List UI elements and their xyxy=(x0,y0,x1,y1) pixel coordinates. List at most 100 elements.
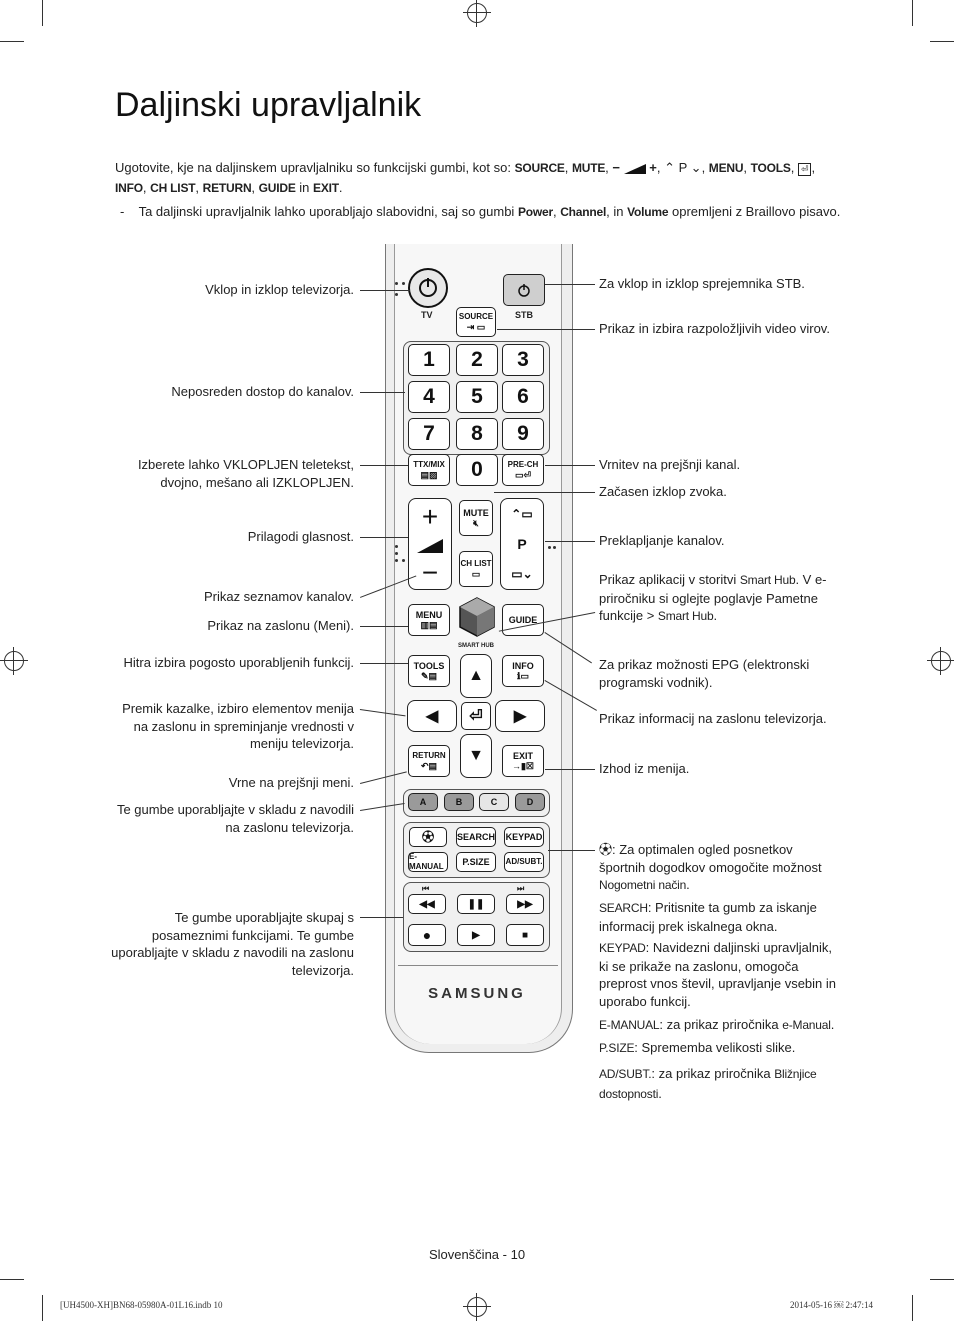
ttx-label: TTX/MIX xyxy=(413,460,445,469)
stop-icon: ■ xyxy=(521,929,529,941)
channel-rocker[interactable]: ⌃▭ P ▭⌄ xyxy=(500,498,544,590)
label-football: ⚽︎: Za optimalen ogled posnetkov športni… xyxy=(599,842,822,892)
color-button-a[interactable]: A xyxy=(408,793,438,811)
crop-mark xyxy=(930,1279,954,1280)
braille-dot xyxy=(548,546,551,549)
e-manual-button[interactable]: E-MANUAL xyxy=(408,852,448,872)
tools-button[interactable]: TOOLS ✎▤ xyxy=(408,655,450,687)
arrow-left-button[interactable]: ◀ xyxy=(407,700,457,732)
stop-button[interactable]: ■ xyxy=(506,924,544,946)
chevron-up-icon: ⌃ xyxy=(664,160,675,175)
leader-line xyxy=(545,769,595,770)
fast-forward-button[interactable]: ▶▶ xyxy=(506,894,544,914)
label-exit: Izhod iz menija. xyxy=(599,761,690,776)
label-epg: Za prikaz možnosti EPG (elektronski prog… xyxy=(599,657,810,690)
label-chlist: Prikaz seznamov kanalov. xyxy=(203,589,354,604)
leader-line xyxy=(360,626,408,627)
leader-line xyxy=(360,917,403,918)
volume-down-icon: − xyxy=(421,557,439,588)
source-icon: ⇥ ▭ xyxy=(466,322,486,332)
arrow-up-button[interactable]: ▲ xyxy=(460,654,492,698)
stb-power-button[interactable] xyxy=(503,274,545,306)
arrow-down-button[interactable]: ▼ xyxy=(460,734,492,778)
digit-2-button[interactable]: 2 xyxy=(456,344,498,376)
source-label: SOURCE xyxy=(458,312,494,321)
leader-line xyxy=(360,537,408,538)
mute-button[interactable]: MUTE 🔇︎ xyxy=(459,500,493,536)
label-navigation: Premik kazalke, izbiro elementov menija … xyxy=(122,701,354,751)
digit-7-button[interactable]: 7 xyxy=(408,418,450,450)
braille-dot xyxy=(395,559,398,562)
ad-subt-button[interactable]: AD/SUBT. xyxy=(504,852,544,872)
pre-ch-button[interactable]: PRE-CH ▭⏎ xyxy=(502,454,544,486)
divider xyxy=(398,965,558,966)
mute-icon: 🔇︎ xyxy=(473,518,479,528)
p-size-button[interactable]: P.SIZE xyxy=(456,852,496,872)
menu-label: MENU xyxy=(415,610,443,620)
ch-list-button[interactable]: CH LIST ▭ xyxy=(459,551,493,587)
page-footer: Slovenščina - 10 xyxy=(428,1247,526,1262)
tv-label: TV xyxy=(421,310,433,320)
search-button[interactable]: SEARCH xyxy=(456,827,496,847)
digit-8-button[interactable]: 8 xyxy=(456,418,498,450)
prev-track-icon: ⏮ xyxy=(422,884,430,893)
info-label: INFO xyxy=(512,661,534,671)
plus-icon: + xyxy=(649,160,657,175)
braille-dot xyxy=(553,546,556,549)
registration-mark-icon xyxy=(927,647,954,675)
rewind-button[interactable]: ◀◀ xyxy=(408,894,446,914)
registration-mark-icon xyxy=(463,1293,491,1321)
exit-button[interactable]: EXIT →▮☒ xyxy=(502,745,544,777)
registration-mark-icon xyxy=(0,647,28,675)
enter-button[interactable]: ⏎ xyxy=(461,702,491,730)
digit-0-button[interactable]: 0 xyxy=(456,454,498,486)
braille-note: - Ta daljinski upravljalnik lahko uporab… xyxy=(120,204,841,219)
label-search: SEARCH: Pritisnite ta gumb za iskanje in… xyxy=(599,900,817,934)
play-button[interactable]: ▶ xyxy=(457,924,495,946)
smart-hub-button[interactable] xyxy=(458,596,496,640)
pause-button[interactable]: ❚❚ xyxy=(457,894,495,914)
brand-logo: SAMSUNG xyxy=(428,985,526,1002)
color-button-d[interactable]: D xyxy=(515,793,545,811)
smart-hub-icon xyxy=(459,597,495,637)
keypad-button[interactable]: KEYPAD xyxy=(504,827,544,847)
digit-5-button[interactable]: 5 xyxy=(456,381,498,413)
volume-rocker[interactable]: + − xyxy=(408,498,452,590)
menu-button[interactable]: MENU ▥▤ xyxy=(408,604,450,636)
digit-6-button[interactable]: 6 xyxy=(502,381,544,413)
label-e-manual: E-MANUAL: za prikaz priročnika e-Manual. xyxy=(599,1017,835,1032)
source-button[interactable]: SOURCE ⇥ ▭ xyxy=(456,307,496,337)
digit-9-button[interactable]: 9 xyxy=(502,418,544,450)
tv-power-button[interactable] xyxy=(408,268,448,308)
digit-4-button[interactable]: 4 xyxy=(408,381,450,413)
leader-line xyxy=(548,850,595,851)
football-button[interactable]: ⚽︎ xyxy=(409,827,447,847)
return-button[interactable]: RETURN ↶▤ xyxy=(408,745,450,777)
digit-3-button[interactable]: 3 xyxy=(502,344,544,376)
label-menu: Prikaz na zaslonu (Meni). xyxy=(207,618,354,633)
ttx-mix-button[interactable]: TTX/MIX ▤▨ xyxy=(408,454,450,486)
color-button-c[interactable]: C xyxy=(479,793,509,811)
leader-line xyxy=(497,329,595,330)
arrow-right-button[interactable]: ▶ xyxy=(495,700,545,732)
chlist-label: CH LIST xyxy=(460,559,492,568)
crop-mark xyxy=(0,1279,24,1280)
prech-label: PRE-CH xyxy=(507,460,539,469)
braille-dot xyxy=(402,282,405,285)
color-button-b[interactable]: B xyxy=(444,793,474,811)
record-icon: ● xyxy=(422,927,432,943)
leader-line xyxy=(360,290,410,291)
channel-down-icon: ▭⌄ xyxy=(511,567,533,581)
football-icon: ⚽︎ xyxy=(599,842,613,857)
digit-1-button[interactable]: 1 xyxy=(408,344,450,376)
record-button[interactable]: ● xyxy=(408,924,446,946)
guide-button[interactable]: GUIDE xyxy=(502,604,544,636)
label-tools: Hitra izbira pogosto uporabljenih funkci… xyxy=(123,655,354,670)
arrow-down-icon: ▼ xyxy=(468,747,484,764)
intro-text: Ugotovite, kje na daljinskem upravljalni… xyxy=(115,160,816,195)
chevron-down-icon: ⌄ xyxy=(690,160,702,175)
label-media-keys: Te gumbe uporabljajte skupaj s posamezni… xyxy=(111,910,354,978)
enter-icon: ⏎ xyxy=(469,708,483,725)
crop-mark xyxy=(42,0,43,26)
info-button[interactable]: INFO ℹ▭ xyxy=(502,655,544,687)
